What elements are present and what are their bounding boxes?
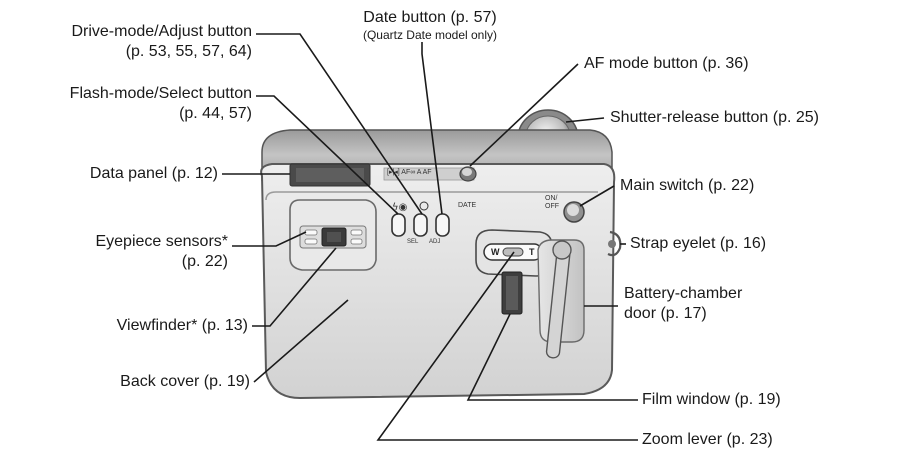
label-line: (p. 53, 55, 57, 64): [125, 43, 252, 60]
label-viewfinder: Viewfinder* (p. 13): [116, 317, 248, 334]
marking-sel: SEL: [407, 239, 419, 245]
marking-top-modes: [▸|◂] AF∞ A AF: [387, 169, 432, 176]
label-flash-mode-select-button: Flash-mode/Select button (p. 44, 57): [70, 84, 252, 124]
main-switch: [563, 201, 585, 223]
label-back-cover: Back cover (p. 19): [120, 373, 250, 390]
marking-adj: ADJ: [429, 239, 441, 245]
data-panel: [289, 163, 371, 187]
marking-on-off: ON/ OFF: [545, 195, 559, 211]
label-line: Flash-mode/Select button: [69, 85, 252, 102]
marking-line: ON/: [545, 195, 558, 202]
marking-zoom-w: W: [491, 247, 500, 257]
battery-chamber-door: [537, 239, 585, 359]
label-af-mode-button: AF mode button (p. 36): [584, 55, 749, 72]
eyepiece-housing: [289, 199, 377, 271]
label-battery-chamber-door: Battery-chamber door (p. 17): [624, 284, 742, 324]
label-line: door (p. 17): [624, 305, 707, 322]
label-strap-eyelet: Strap eyelet (p. 16): [630, 235, 767, 252]
leader-lines: [222, 33, 638, 441]
label-date-button: Date button (p. 57) (Quartz Date model o…: [320, 8, 540, 42]
label-film-window: Film window (p. 19): [642, 391, 781, 408]
strap-eyelet-lug: [607, 230, 622, 257]
label-eyepiece-sensors: Eyepiece sensors* (p. 22): [95, 232, 228, 272]
marking-date: DATE: [458, 202, 477, 209]
label-line: Battery-chamber: [624, 285, 743, 302]
flash-mode-button: [391, 213, 406, 237]
eyepiece-sensor-1: [304, 229, 318, 236]
svg-text:ϟ◉: ϟ◉: [392, 202, 407, 213]
label-line: (p. 22): [181, 253, 228, 270]
button-cluster: ϟ◉: [391, 201, 450, 237]
label-line: (p. 44, 57): [179, 105, 252, 122]
label-data-panel: Data panel (p. 12): [89, 165, 218, 182]
date-button: [459, 166, 477, 182]
label-line-small: (Quartz Date model only): [362, 28, 498, 42]
drive-mode-button: [413, 213, 428, 237]
label-drive-mode-adjust-button: Drive-mode/Adjust button (p. 53, 55, 57,…: [71, 22, 252, 62]
film-window: [501, 271, 523, 315]
date-adjust-button: [435, 213, 450, 237]
marking-zoom-t: T: [529, 247, 535, 257]
label-line: Date button (p. 57): [363, 9, 497, 26]
label-zoom-lever: Zoom lever (p. 23): [642, 431, 773, 448]
label-line: Eyepiece sensors*: [95, 233, 228, 250]
marking-line: OFF: [545, 203, 559, 210]
label-shutter-release-button: Shutter-release button (p. 25): [610, 109, 820, 126]
label-line: Drive-mode/Adjust button: [71, 23, 252, 40]
eyepiece-sensor-2: [304, 238, 318, 245]
label-main-switch: Main switch (p. 22): [620, 177, 755, 194]
